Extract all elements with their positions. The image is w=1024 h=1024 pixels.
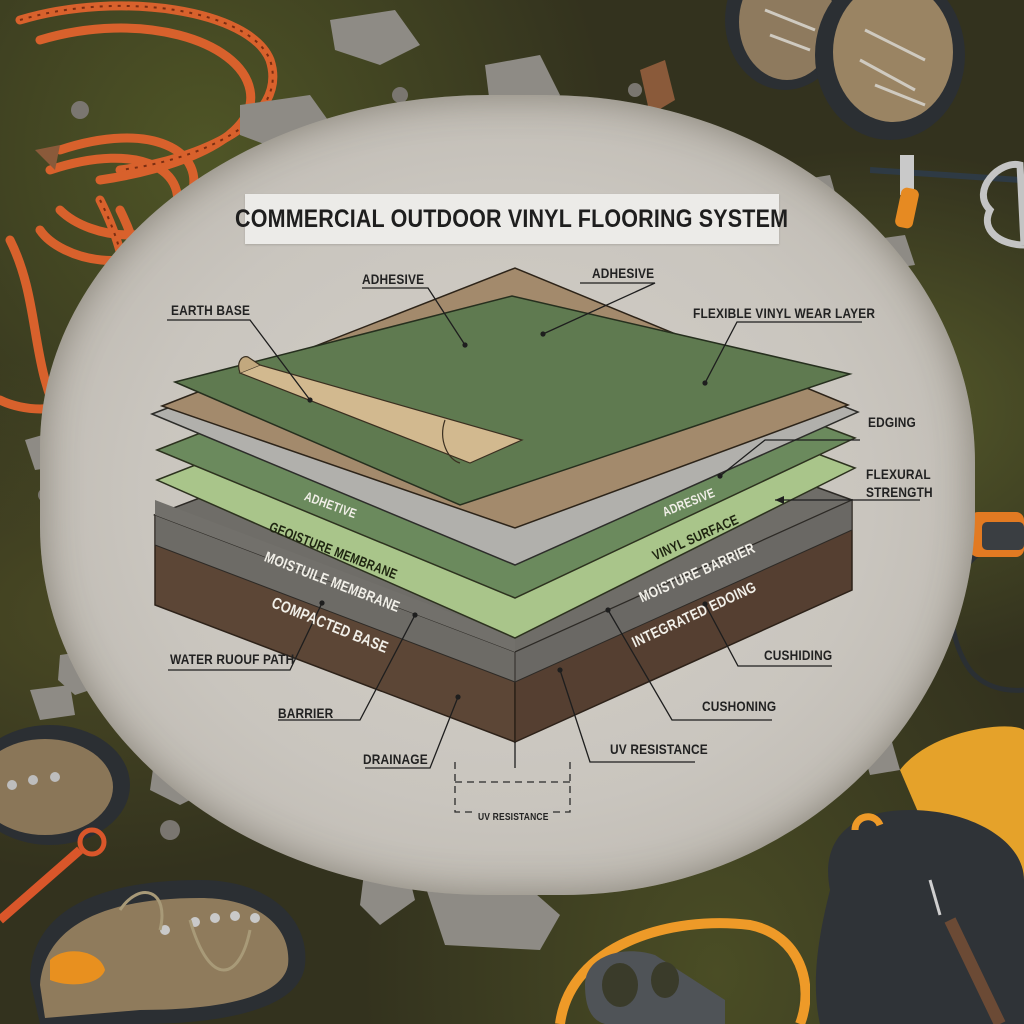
callout-barrier: BARRIER — [278, 705, 334, 721]
moisture-membrane-band — [154, 499, 853, 683]
orange-sling-loop-icon — [555, 918, 810, 1024]
callout-uv-resistance-dimension: UV RESISTANCE — [478, 812, 549, 823]
callout-flexural-strength-line2: STRENGTH — [866, 484, 933, 500]
callout-water-runoff-path: WATER RUOUF PATH — [170, 651, 295, 667]
callout-flexural-strength-line1: FLEXURAL — [866, 466, 931, 482]
callout-edging: EDGING — [868, 414, 916, 430]
title-banner: COMMERCIAL OUTDOOR VINYL FLOORING SYSTEM — [235, 194, 788, 244]
arrow-heads — [307, 331, 784, 700]
uv-resistance-dimension-box — [454, 762, 571, 813]
page-title: COMMERCIAL OUTDOOR VINYL FLOORING SYSTEM — [235, 204, 789, 233]
flexible-vinyl-wear-layer — [172, 295, 853, 506]
peeled-corner-strip — [238, 356, 524, 464]
callout-cushoning: CUSHONING — [702, 698, 777, 714]
callout-adhesive-left: ADHESIVE — [362, 271, 425, 287]
hiking-boots-top-icon — [725, 0, 965, 140]
callout-earth-base: EARTH BASE — [171, 302, 251, 318]
callout-cushiding: CUSHIDING — [764, 647, 833, 663]
belay-device-icon — [585, 951, 725, 1024]
callout-flexible-vinyl-wear-layer: FLEXIBLE VINYL WEAR LAYER — [693, 305, 876, 321]
callout-uv-resistance: UV RESISTANCE — [610, 741, 708, 757]
ice-axe-icon — [870, 155, 1024, 249]
hiking-boot-bottom-icon — [30, 880, 306, 1024]
leader-lines — [167, 282, 920, 769]
backpack-icon — [815, 726, 1024, 1024]
rope-coil-right-icon — [949, 512, 1024, 693]
callout-adhesive-right: ADHESIVE — [592, 265, 655, 281]
callout-drainage: DRAINAGE — [363, 751, 428, 767]
quickdraw-sling-icon — [0, 827, 107, 924]
hiking-boot-left-icon — [0, 725, 130, 845]
